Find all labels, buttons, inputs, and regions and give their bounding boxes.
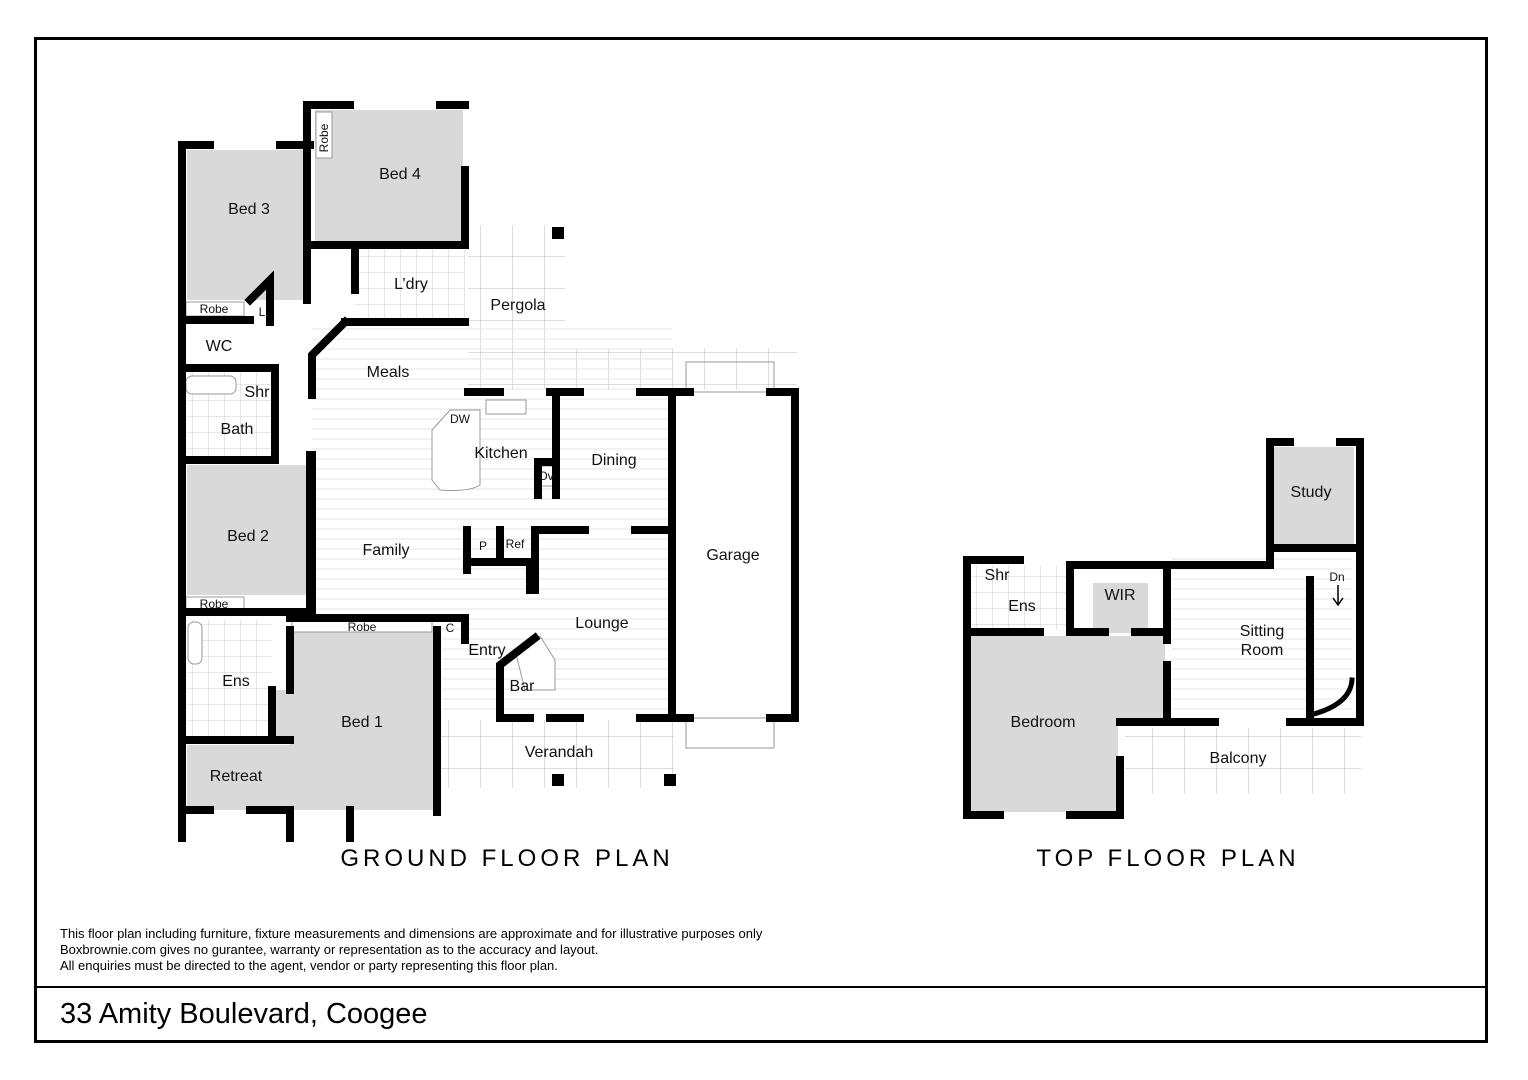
room-bath: Bath (220, 421, 254, 438)
disclaimer-line: All enquiries must be directed to the ag… (60, 958, 558, 973)
retreat-fill (187, 745, 290, 810)
room-shower: Shr (244, 384, 270, 401)
room-balcony: Balcony (1209, 750, 1267, 767)
kitchen-island (431, 409, 481, 491)
robe-bed4 (315, 111, 333, 159)
room-wir: WIR (1104, 587, 1136, 604)
balcony-area (1125, 728, 1361, 794)
property-address: 33 Amity Boulevard, Coogee (60, 998, 428, 1030)
room-study: Study (1290, 484, 1332, 501)
stairs-down-label: Dn (1329, 570, 1345, 584)
room-bed3: Bed 3 (228, 201, 270, 218)
study-fill (1272, 447, 1354, 545)
fixture-oven: Ov (538, 469, 554, 483)
ground-floor-title: GROUND FLOOR PLAN (340, 845, 674, 872)
fixture-fridge: Ref (505, 537, 525, 551)
ground-floor-plan (178, 101, 799, 842)
disclaimer-line: This floor plan including furniture, fix… (60, 926, 763, 941)
garage-apron-top (685, 361, 775, 393)
room-bar: Bar (509, 678, 535, 695)
room-bed1: Bed 1 (341, 714, 383, 731)
room-bedroom: Bedroom (1010, 714, 1076, 731)
room-sitting-line2: Room (1240, 642, 1284, 659)
footer-divider (34, 986, 1488, 988)
bed2-fill (187, 465, 307, 595)
room-bed4: Bed 4 (379, 166, 421, 183)
room-garage: Garage (706, 547, 760, 564)
bed1-fill (272, 632, 437, 810)
room-dining: Dining (591, 452, 637, 469)
room-sitting-line1: Sitting (1239, 623, 1285, 640)
disclaimer: This floor plan including furniture, fix… (60, 926, 762, 974)
room-verandah: Verandah (524, 744, 594, 761)
room-wc: WC (205, 338, 233, 355)
kitchen-sink (485, 399, 527, 415)
verandah-post-1 (552, 774, 564, 786)
room-pantry: P (478, 539, 488, 553)
page-frame (34, 37, 1488, 1043)
bed3-fill (187, 150, 307, 300)
wir-fill (1093, 583, 1148, 633)
room-entry: Entry (468, 642, 506, 659)
room-robe-bed1: Robe (347, 620, 377, 634)
garage-apron-bottom (685, 717, 775, 749)
room-robe-bed4: Robe (317, 123, 331, 153)
laundry-floor (355, 245, 465, 320)
pergola-post (552, 227, 564, 239)
room-linen: L (258, 305, 266, 319)
room-top-ensuite: Ens (1008, 598, 1036, 615)
room-pergola: Pergola (490, 297, 546, 314)
room-top-shower: Shr (984, 567, 1010, 584)
room-ensuite: Ens (222, 673, 250, 690)
stairs-down-arrow-icon (1332, 585, 1344, 607)
room-robe-bed3: Robe (199, 302, 229, 316)
bathtub (185, 375, 237, 395)
top-ensuite-floor (972, 565, 1067, 630)
sitting-floor (1172, 550, 1352, 715)
room-robe-bed2: Robe (199, 597, 229, 611)
top-floor-plan (963, 438, 1364, 819)
room-kitchen: Kitchen (474, 445, 528, 462)
ensuite-bath (187, 621, 203, 665)
top-floor-title: TOP FLOOR PLAN (1036, 845, 1300, 872)
room-laundry: L’dry (394, 276, 428, 293)
room-meals: Meals (366, 364, 410, 381)
room-bed2: Bed 2 (227, 528, 269, 545)
bed4-fill (315, 110, 463, 242)
room-retreat: Retreat (209, 768, 263, 785)
room-cupboard: C (445, 621, 455, 635)
room-lounge: Lounge (575, 615, 629, 632)
fixture-dishwasher: DW (450, 412, 470, 426)
disclaimer-line: Boxbrownie.com gives no gurantee, warran… (60, 942, 599, 957)
verandah-post-2 (664, 774, 676, 786)
room-family: Family (362, 542, 410, 559)
